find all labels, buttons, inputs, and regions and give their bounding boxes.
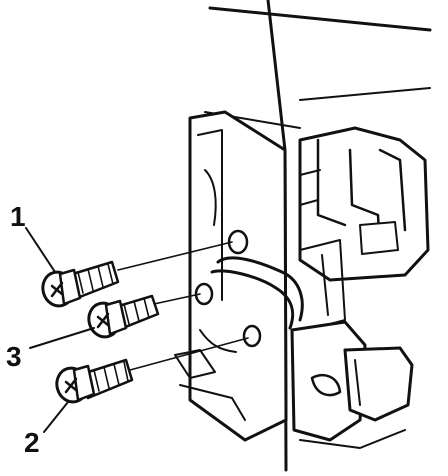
linkage-rod — [210, 239, 346, 331]
callout-2: 2 — [24, 427, 40, 458]
screw-2 — [55, 337, 249, 404]
leader-line-3 — [29, 327, 95, 349]
callout-3: 3 — [6, 341, 22, 372]
latch-body — [290, 320, 414, 449]
mounting-holes — [194, 229, 262, 348]
latch-actuator — [298, 126, 430, 282]
callouts: 1 3 2 — [6, 201, 40, 458]
leader-line-1 — [25, 227, 56, 273]
callout-1: 1 — [10, 201, 26, 232]
leader-line-2 — [43, 401, 69, 433]
mounting-bracket — [174, 110, 288, 442]
screw-3 — [87, 293, 201, 339]
screw-1 — [41, 241, 233, 308]
leader-lines — [25, 227, 95, 433]
